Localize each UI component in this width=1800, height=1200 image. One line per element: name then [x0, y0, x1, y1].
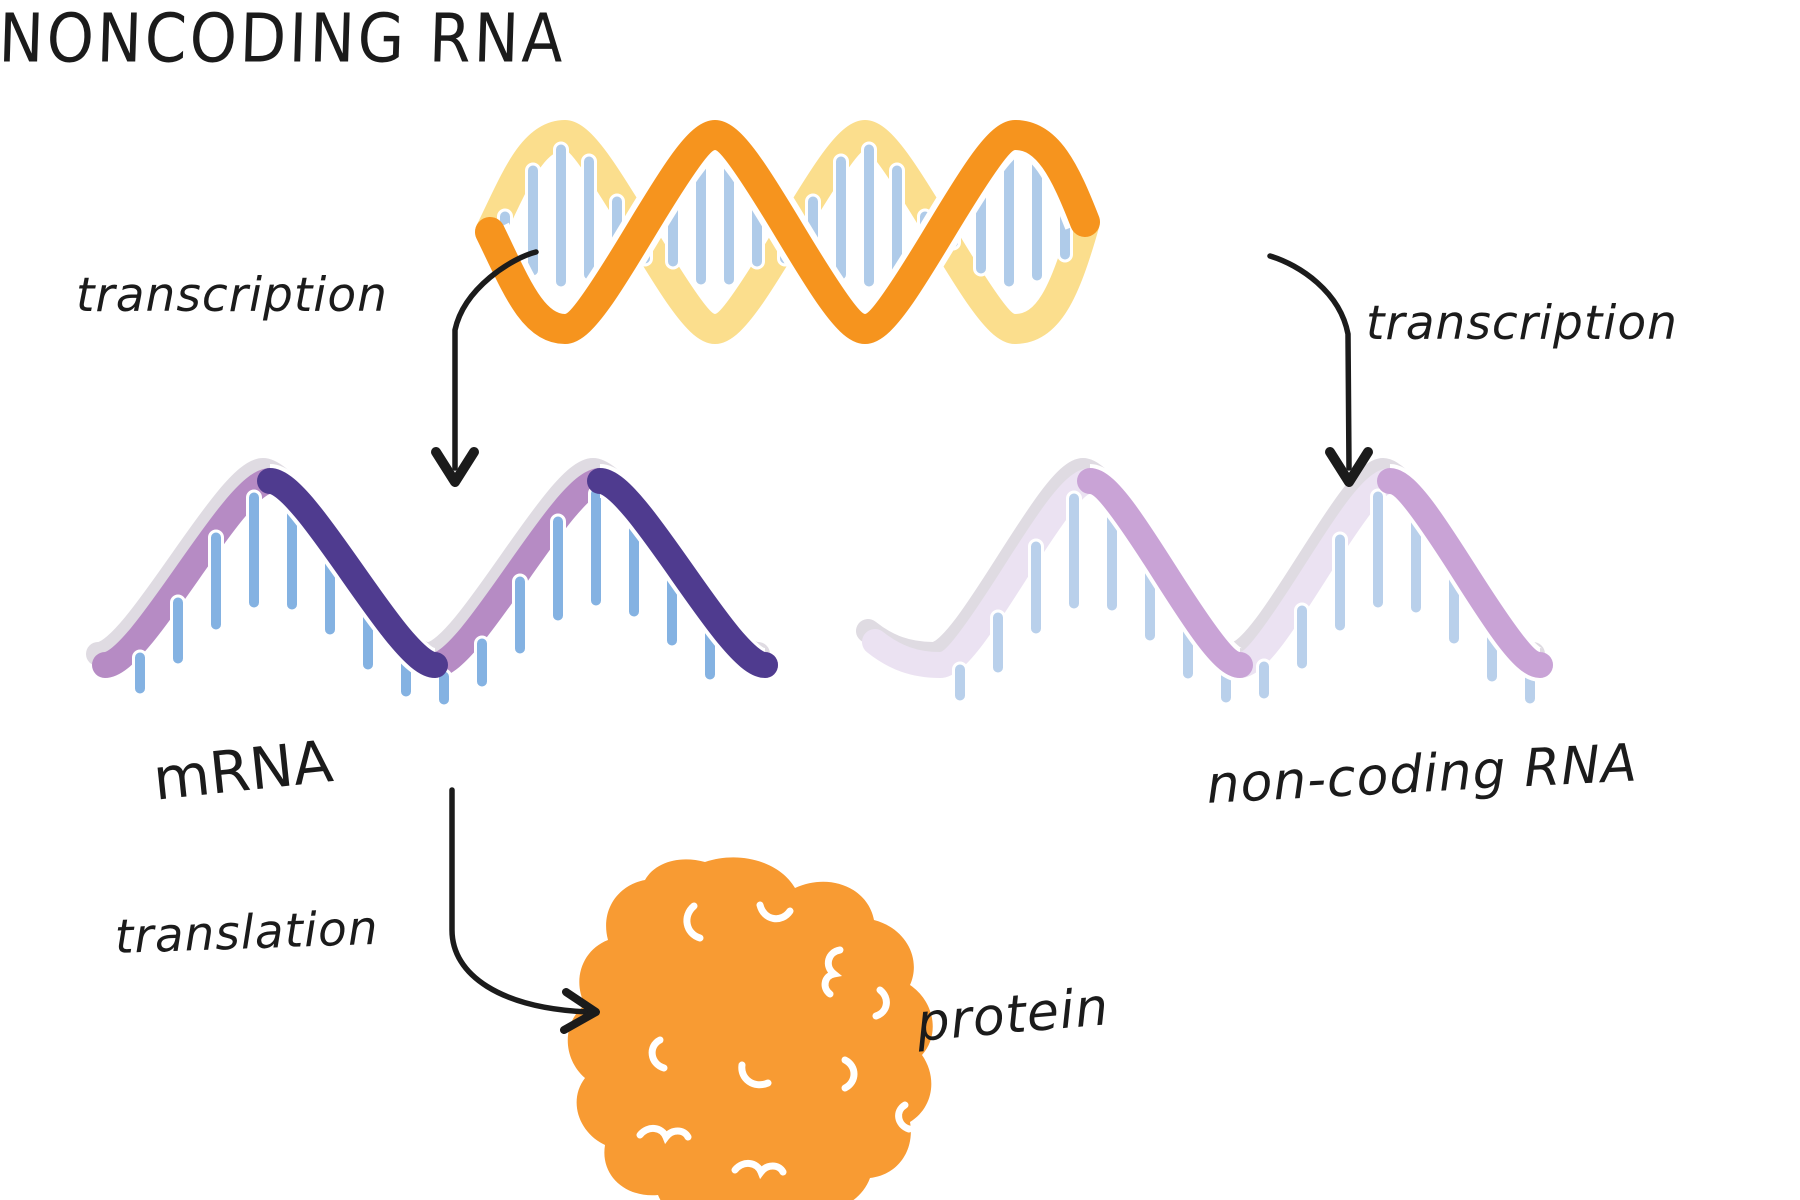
arrow-shaft — [1267, 253, 1352, 471]
base-bar — [1256, 658, 1272, 702]
base-bar — [170, 594, 186, 667]
protein-blob — [567, 857, 933, 1200]
arrow-head — [431, 447, 479, 487]
dna-base-pairs — [497, 141, 1073, 290]
base-bar — [208, 529, 224, 633]
base-pair-bar — [581, 153, 597, 283]
base-bar — [588, 485, 604, 609]
transcription-label-right: transcription — [1366, 296, 1678, 351]
base-bar — [990, 609, 1006, 676]
transcription-arrow-left — [431, 249, 539, 487]
page-title: NONCODING RNA — [0, 0, 568, 79]
protein-texture-squiggles — [636, 901, 913, 1180]
base-bar — [1370, 488, 1386, 611]
transcription-arrow-right — [1267, 253, 1373, 487]
base-pair-bar — [525, 162, 541, 279]
arrow-head — [560, 988, 600, 1034]
ncrna-ribbon-dark — [1077, 468, 1553, 678]
protein-body — [567, 857, 933, 1200]
base-bar — [132, 649, 148, 697]
mrna-ribbon-dark — [257, 468, 778, 678]
translation-arrow — [449, 787, 600, 1034]
base-bar — [550, 513, 566, 624]
base-bar — [1028, 538, 1044, 637]
base-bar — [1332, 531, 1348, 634]
base-bar — [474, 635, 490, 690]
base-pair-bar — [833, 153, 849, 283]
base-pair-bar — [553, 141, 569, 290]
base-bar — [512, 573, 528, 657]
translation-label: translation — [114, 900, 380, 965]
base-bar — [1294, 602, 1310, 672]
base-bar — [952, 661, 968, 704]
dna-strand-orange — [475, 119, 1100, 345]
base-bar — [246, 489, 262, 611]
transcription-label-left: transcription — [76, 268, 388, 323]
mrna-strand — [86, 457, 778, 708]
base-pair-bar — [861, 141, 877, 290]
base-bar — [1066, 490, 1082, 612]
arrow-shaft — [449, 787, 591, 1015]
noncoding-rna-strand — [856, 457, 1553, 707]
dna-double-helix — [471, 113, 1105, 351]
arrow-head — [1325, 447, 1373, 487]
arrow-shaft — [452, 249, 539, 471]
